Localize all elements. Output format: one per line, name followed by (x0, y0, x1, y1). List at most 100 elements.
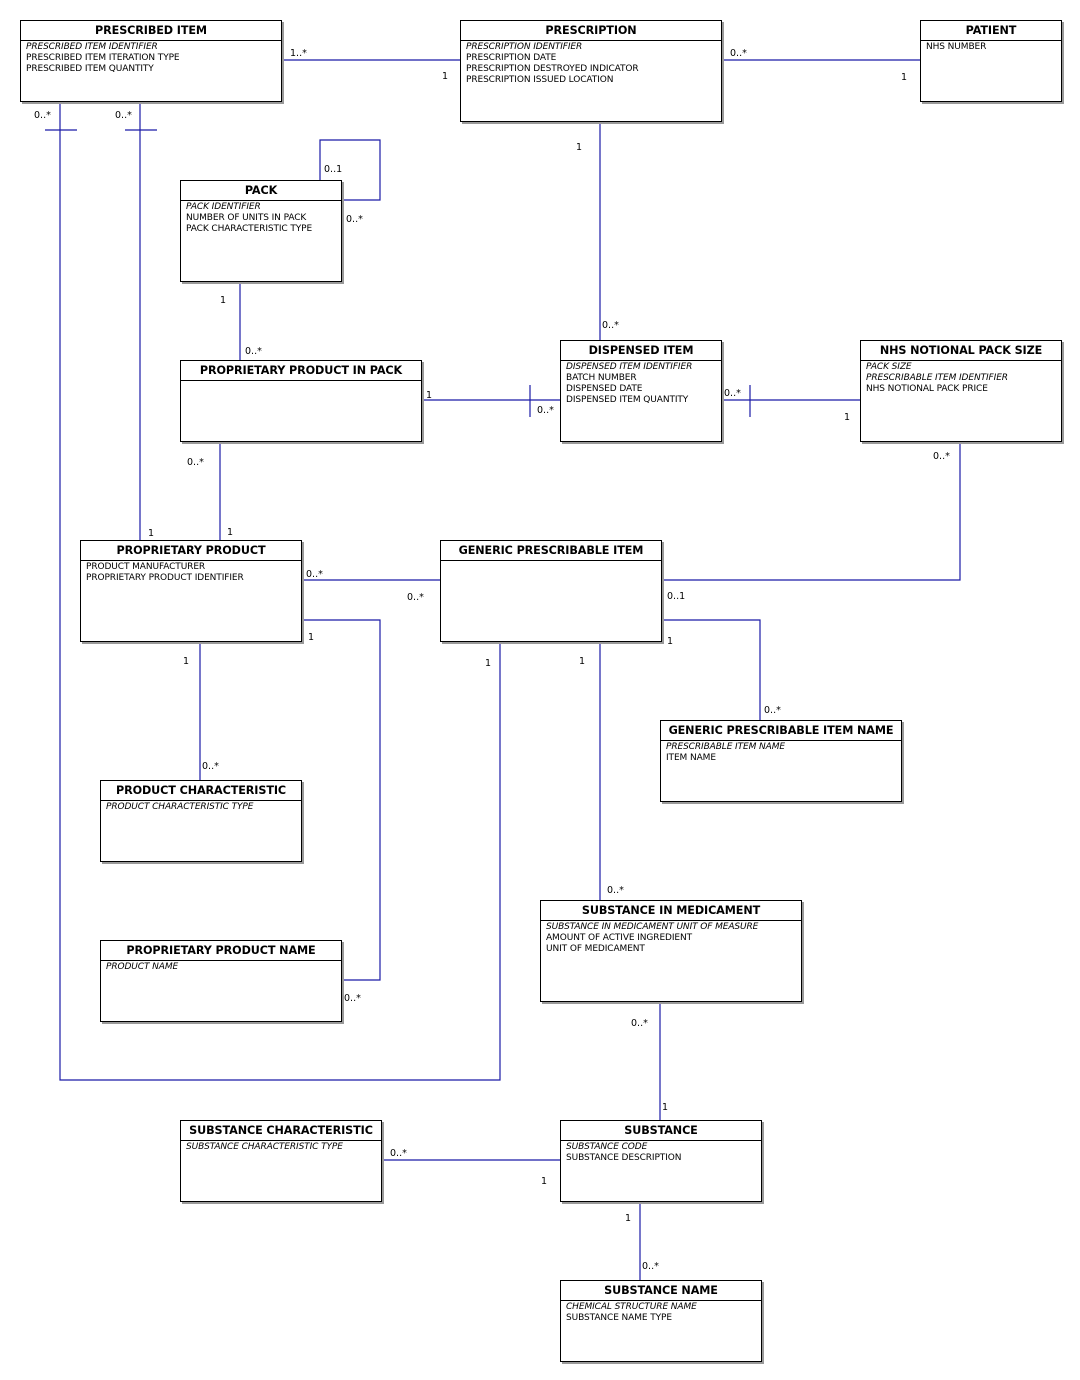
entity-title: GENERIC PRESCRIBABLE ITEM (441, 541, 661, 561)
mult-label: 0..* (642, 1261, 659, 1272)
entity-attribute: SUBSTANCE DESCRIPTION (566, 1153, 682, 1163)
entity-key-attribute: SUBSTANCE CODE (566, 1142, 648, 1152)
entity-attributes (181, 381, 421, 382)
entity-proprietary-product[interactable]: PROPRIETARY PRODUCT PRODUCT MANUFACTURER… (80, 540, 302, 642)
mult-label: 1 (901, 72, 908, 83)
entity-attributes: SUBSTANCE CHARACTERISTIC TYPE (181, 1141, 381, 1153)
mult-label: 0..* (202, 761, 219, 772)
mult-label: 0..* (306, 569, 323, 580)
entity-generic-prescribable-item-name[interactable]: GENERIC PRESCRIBABLE ITEM NAME PRESCRIBA… (660, 720, 902, 802)
entity-attribute: PROPRIETARY PRODUCT IDENTIFIER (86, 573, 244, 583)
mult-label: 1 (442, 71, 449, 82)
mult-label: 1 (662, 1102, 669, 1113)
entity-title: DISPENSED ITEM (561, 341, 721, 361)
mult-label: 1 (183, 656, 190, 667)
entity-patient[interactable]: PATIENT NHS NUMBER (920, 20, 1062, 102)
entity-key-attribute: PACK IDENTIFIER (186, 202, 261, 212)
mult-label: 0..* (115, 110, 132, 121)
mult-label: 0..* (344, 993, 361, 1004)
entity-title: SUBSTANCE CHARACTERISTIC (181, 1121, 381, 1141)
mult-label: 0..* (602, 320, 619, 331)
mult-label: 1 (844, 412, 851, 423)
entity-key-attribute: CHEMICAL STRUCTURE NAME (566, 1302, 697, 1312)
entity-prescribed-item[interactable]: PRESCRIBED ITEM PRESCRIBED ITEM IDENTIFI… (20, 20, 282, 102)
entity-key-attribute: SUBSTANCE CHARACTERISTIC TYPE (186, 1142, 343, 1152)
mult-label: 0..* (537, 405, 554, 416)
entity-attribute: PRODUCT MANUFACTURER (86, 562, 206, 572)
entity-title: PACK (181, 181, 341, 201)
mult-label: 0..* (607, 885, 624, 896)
entity-title: PRESCRIBED ITEM (21, 21, 281, 41)
entity-attributes: NHS NUMBER (921, 41, 1061, 53)
mult-label: 0..* (390, 1148, 407, 1159)
entity-attribute: NHS NOTIONAL PACK PRICE (866, 384, 988, 394)
entity-title: GENERIC PRESCRIBABLE ITEM NAME (661, 721, 901, 741)
mult-label: 0..* (933, 451, 950, 462)
mult-label: 1..* (290, 48, 307, 59)
entity-attribute: NUMBER OF UNITS IN PACK (186, 213, 307, 223)
entity-substance-characteristic[interactable]: SUBSTANCE CHARACTERISTIC SUBSTANCE CHARA… (180, 1120, 382, 1202)
entity-attributes: PRODUCT CHARACTERISTIC TYPE (101, 801, 301, 813)
entity-substance-in-medicament[interactable]: SUBSTANCE IN MEDICAMENT SUBSTANCE IN MED… (540, 900, 802, 1002)
mult-label: 0..* (724, 388, 741, 399)
rel-nhs-gpi (662, 442, 961, 581)
mult-label: 0..* (34, 110, 51, 121)
entity-key-attribute: PRODUCT NAME (106, 962, 179, 972)
entity-title: PROPRIETARY PRODUCT NAME (101, 941, 341, 961)
entity-key-attribute: PRESCRIBABLE ITEM IDENTIFIER (866, 373, 1008, 383)
mult-label: 1 (426, 390, 433, 401)
entity-proprietary-product-in-pack[interactable]: PROPRIETARY PRODUCT IN PACK (180, 360, 422, 442)
entity-attribute: ITEM NAME (666, 753, 716, 763)
entity-attributes: PRODUCT NAME (101, 961, 341, 973)
rel-prescribed-gpi (59, 102, 501, 1081)
mult-label: 1 (485, 658, 492, 669)
entity-title: SUBSTANCE IN MEDICAMENT (541, 901, 801, 921)
entity-attribute: DISPENSED ITEM QUANTITY (566, 395, 689, 405)
entity-key-attribute: PACK SIZE (866, 362, 912, 372)
mult-label: 0..* (730, 48, 747, 59)
entity-attribute: NHS NUMBER (926, 42, 987, 52)
entity-key-attribute: DISPENSED ITEM IDENTIFIER (566, 362, 693, 372)
mult-label: 1 (148, 528, 155, 539)
entity-title: PROPRIETARY PRODUCT IN PACK (181, 361, 421, 381)
mult-label: 1 (220, 295, 227, 306)
entity-attribute: SUBSTANCE NAME TYPE (566, 1313, 672, 1323)
entity-attribute: PRESCRIBED ITEM ITERATION TYPE (26, 53, 180, 63)
entity-attribute: BATCH NUMBER (566, 373, 637, 383)
mult-label: 0..* (764, 705, 781, 716)
entity-product-characteristic[interactable]: PRODUCT CHARACTERISTIC PRODUCT CHARACTER… (100, 780, 302, 862)
entity-title: PROPRIETARY PRODUCT (81, 541, 301, 561)
entity-proprietary-product-name[interactable]: PROPRIETARY PRODUCT NAME PRODUCT NAME (100, 940, 342, 1022)
entity-key-attribute: SUBSTANCE IN MEDICAMENT UNIT OF MEASURE (546, 922, 759, 932)
mult-label: 1 (667, 636, 674, 647)
entity-attribute: PACK CHARACTERISTIC TYPE (186, 224, 313, 234)
mult-label: 1 (576, 142, 583, 153)
entity-attribute: DISPENSED DATE (566, 384, 643, 394)
mult-label: 0..1 (667, 591, 686, 602)
mult-label: 1 (541, 1176, 548, 1187)
mult-label: 0..* (631, 1018, 648, 1029)
entity-attribute: PRESCRIPTION ISSUED LOCATION (466, 75, 614, 85)
entity-key-attribute: PRODUCT CHARACTERISTIC TYPE (106, 802, 254, 812)
entity-title: SUBSTANCE (561, 1121, 761, 1141)
entity-attribute: AMOUNT OF ACTIVE INGREDIENT (546, 933, 693, 943)
entity-generic-prescribable-item[interactable]: GENERIC PRESCRIBABLE ITEM (440, 540, 662, 642)
entity-title: PATIENT (921, 21, 1061, 41)
mult-label: 0..* (245, 346, 262, 357)
entity-dispensed-item[interactable]: DISPENSED ITEM DISPENSED ITEM IDENTIFIER… (560, 340, 722, 442)
